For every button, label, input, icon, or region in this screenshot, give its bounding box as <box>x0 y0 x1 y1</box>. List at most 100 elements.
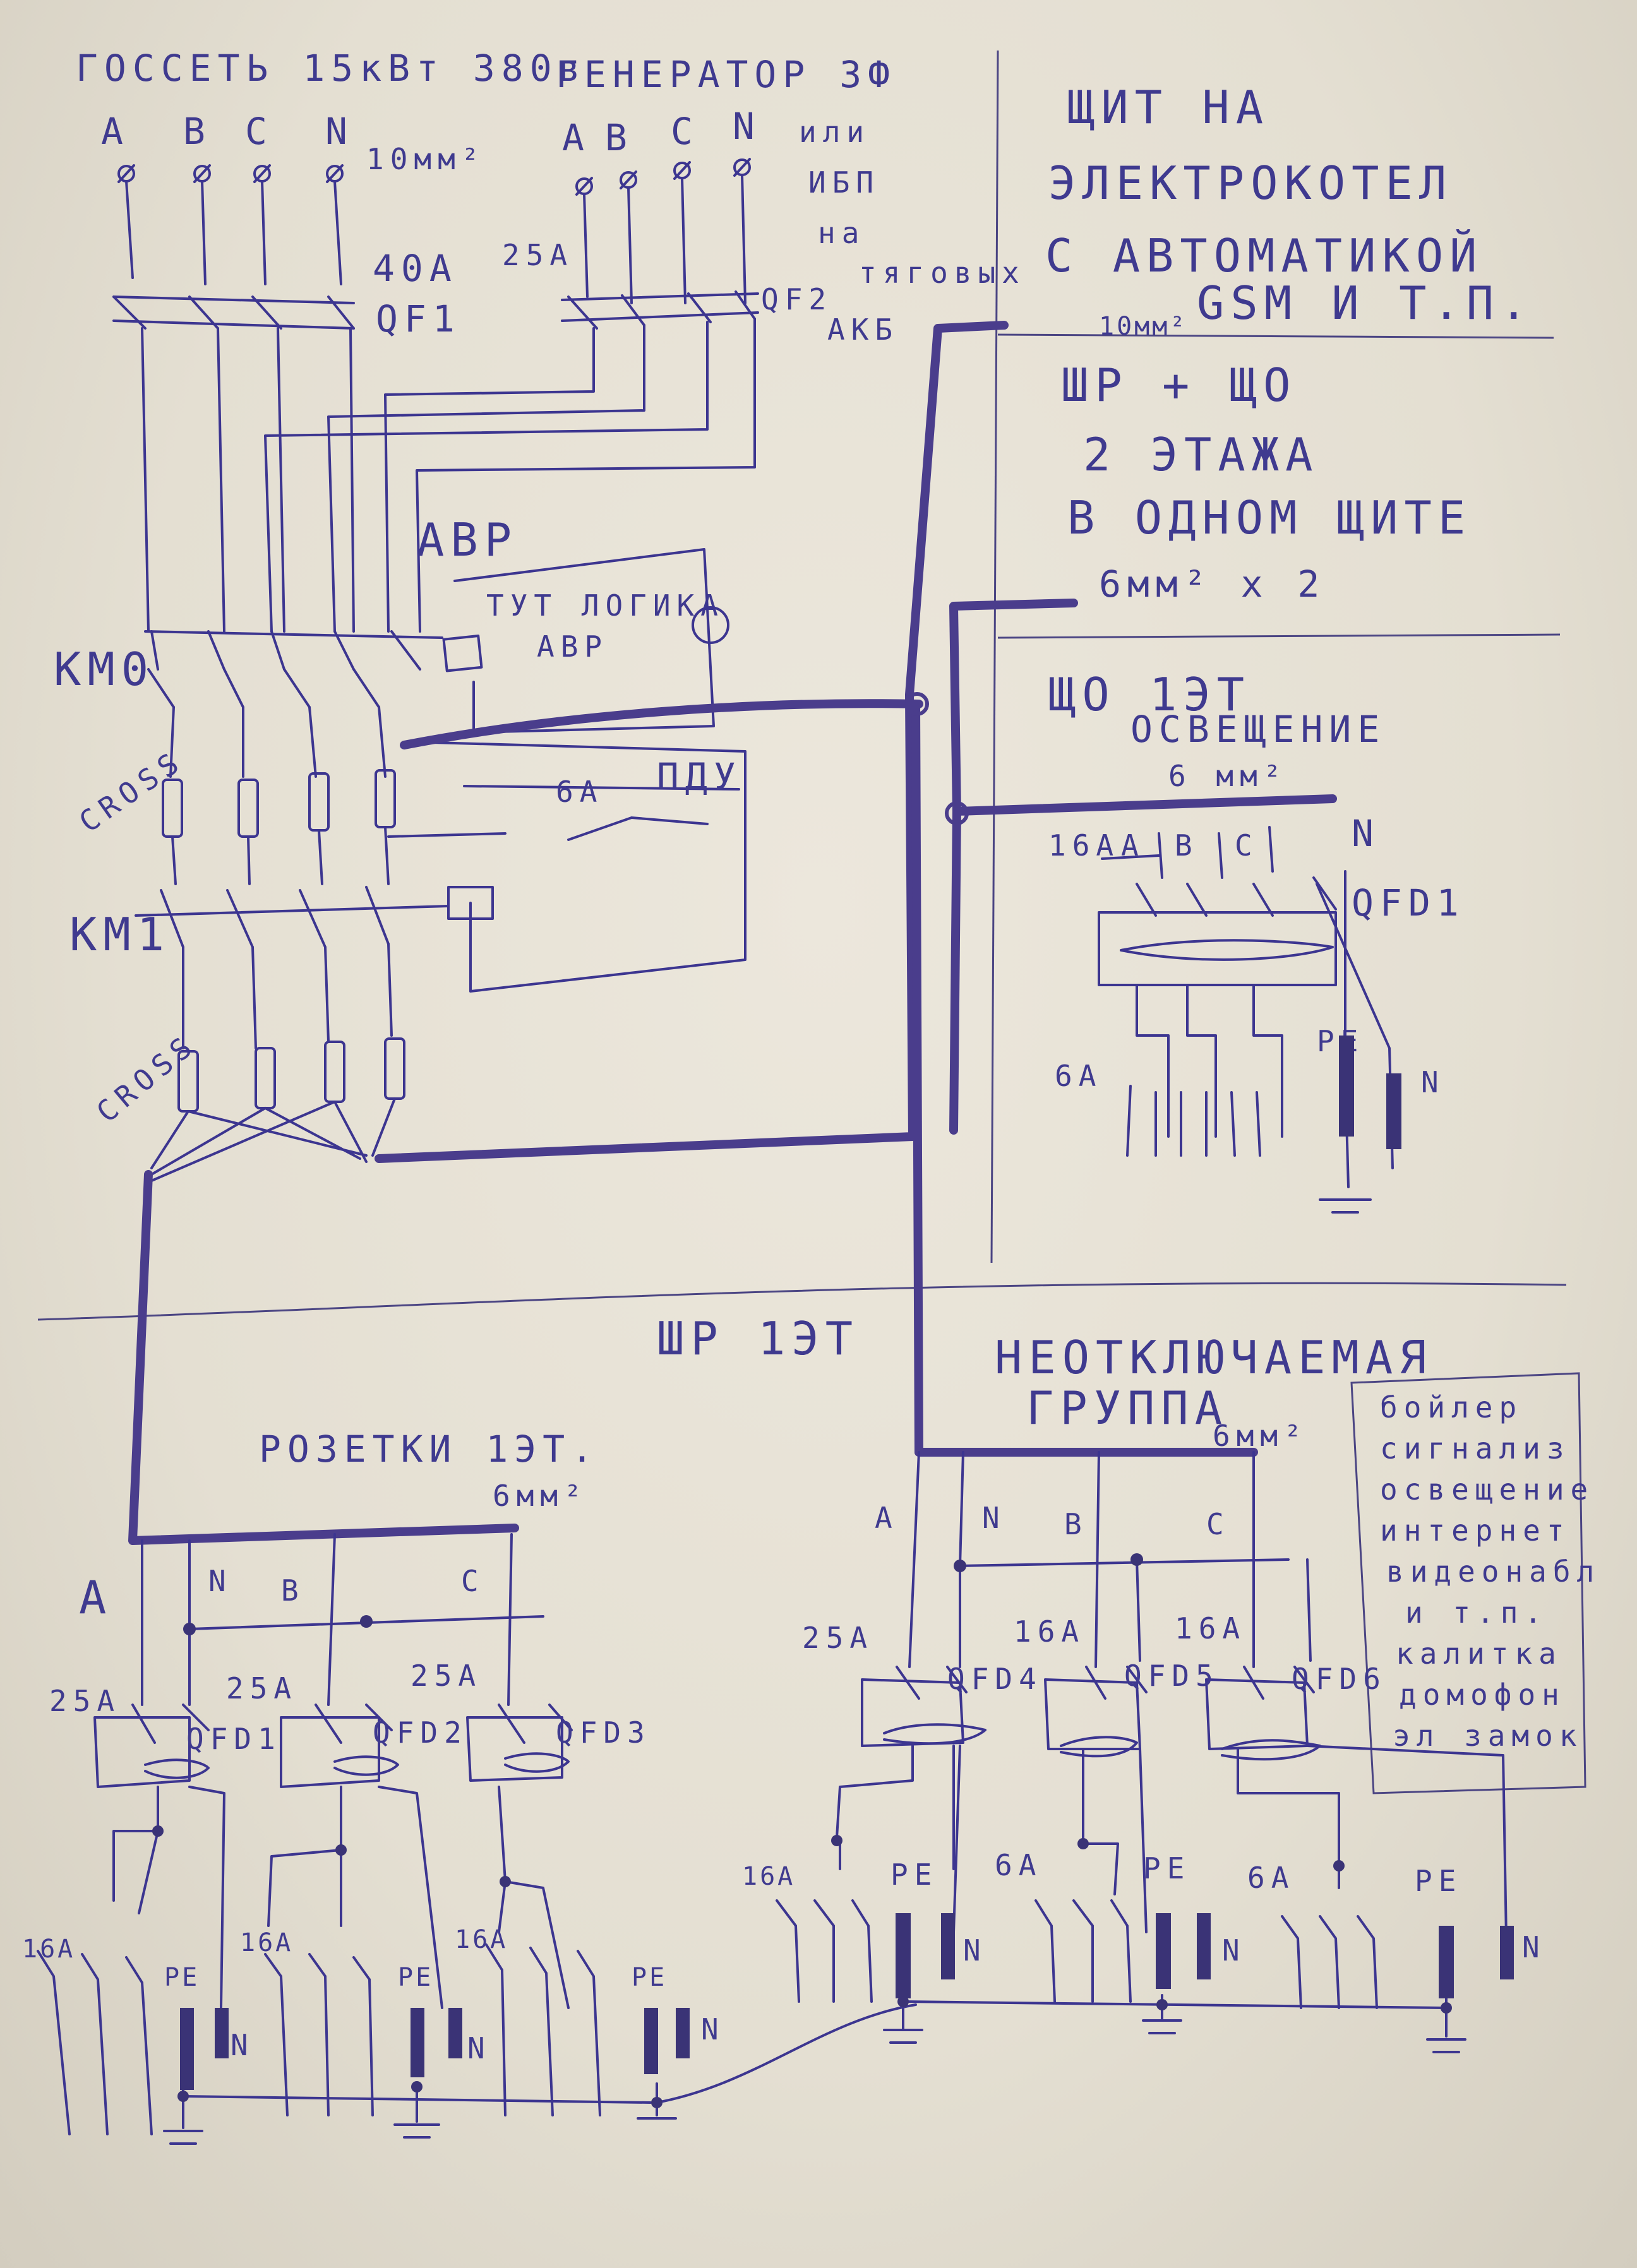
svg-text:видеонабл: видеонабл <box>1386 1555 1600 1589</box>
grid-phase-a: A <box>101 110 129 153</box>
sockets-title: РОЗЕТКИ 1ЭТ. <box>259 1428 599 1471</box>
svg-text:сигнализ: сигнализ <box>1380 1431 1571 1465</box>
svg-text:и т.п.: и т.п. <box>1405 1596 1548 1630</box>
svg-text:N: N <box>467 2031 491 2065</box>
svg-text:ЭЛЕКТРОКОТЕЛ: ЭЛЕКТРОКОТЕЛ <box>1048 157 1453 210</box>
gen-phase-n: N <box>733 105 761 148</box>
svg-text:N: N <box>208 1564 232 1598</box>
nonswitch-bus-labels: A N B C <box>875 1501 1224 1541</box>
svg-text:25А: 25А <box>802 1621 873 1655</box>
svg-text:N: N <box>963 1933 987 1967</box>
frame-lines <box>37 50 1586 1794</box>
svg-text:6А: 6А <box>995 1848 1042 1882</box>
svg-text:A: A <box>875 1501 899 1535</box>
avr-title: АВР <box>417 513 518 566</box>
qf1-breaker <box>112 295 355 633</box>
svg-text:QFD6: QFD6 <box>1292 1662 1387 1696</box>
svg-text:PE: PE <box>1143 1851 1190 1885</box>
svg-text:домофон: домофон <box>1399 1678 1566 1712</box>
svg-text:QFD1: QFD1 <box>186 1722 282 1756</box>
avr-logic-line2: АВР <box>537 630 608 664</box>
svg-text:PE: PE <box>632 1963 667 1992</box>
grid-phase-labels: A B C N <box>101 110 354 153</box>
svg-text:N: N <box>1522 1930 1546 1964</box>
cross-bottom-blocks <box>150 1037 405 1182</box>
svg-text:C: C <box>1235 828 1259 862</box>
svg-text:16А: 16А <box>240 1928 293 1957</box>
svg-text:16А: 16А <box>1175 1611 1246 1645</box>
generator-title: ГЕНЕРАТОР 3Ф <box>556 53 896 96</box>
grid-terminals <box>117 164 344 285</box>
svg-text:N: N <box>231 2028 255 2062</box>
svg-text:B: B <box>1175 828 1199 862</box>
lighting-branch: 6А <box>1055 1059 1102 1093</box>
qf1-name: QF1 <box>376 297 461 340</box>
lighting-title: ЩО 1ЭТ <box>1048 668 1250 721</box>
svg-text:АКБ: АКБ <box>827 313 899 347</box>
loads-list: бойлер сигнализ освещение интернет видео… <box>1380 1390 1600 1753</box>
svg-text:или: или <box>799 115 870 149</box>
svg-text:B: B <box>1064 1507 1088 1541</box>
svg-text:тяговых: тяговых <box>859 256 1026 290</box>
svg-text:16А: 16А <box>1014 1614 1085 1649</box>
svg-text:6А: 6А <box>1247 1861 1295 1895</box>
sockets-rcd-labels: 25А QFD1 25А QFD2 25А QFD3 16А PE N 16А … <box>22 1659 719 2065</box>
floor2-panel-note: ШР + ЩО 2 ЭТАЖА В ОДНОМ ЩИТЕ 6мм² х 2 <box>1061 359 1472 606</box>
lighting-n: N <box>1421 1065 1445 1099</box>
nonswitch-bus <box>908 1451 1312 1668</box>
svg-text:эл замок: эл замок <box>1393 1719 1583 1753</box>
svg-text:PE: PE <box>164 1963 200 1992</box>
cross-top-label: CROSS <box>73 743 189 839</box>
svg-text:N: N <box>982 1501 1006 1535</box>
grid-title: ГОССЕТЬ 15кВт 380в <box>76 47 587 90</box>
km0-contactor <box>144 630 443 778</box>
panel-title: ШР 1ЭТ <box>657 1312 859 1365</box>
nonswitch-branch-breakers <box>776 1899 1466 2053</box>
main-feeders <box>128 321 1337 1545</box>
qf2-breaker <box>264 290 759 633</box>
floor2-cable: 6мм² х 2 <box>1099 563 1326 606</box>
svg-text:С АВТОМАТИКОЙ: С АВТОМАТИКОЙ <box>1045 229 1484 282</box>
svg-text:QFD5: QFD5 <box>1124 1659 1220 1693</box>
svg-text:освещение: освещение <box>1380 1472 1594 1507</box>
lighting-cable: 6 мм² <box>1168 759 1287 793</box>
grid-phase-n: N <box>325 110 354 153</box>
svg-text:25А: 25А <box>411 1659 482 1693</box>
qf2-name: QF2 <box>761 282 832 316</box>
svg-text:QFD2: QFD2 <box>373 1716 468 1750</box>
boiler-panel-note: ЩИТ НА ЭЛЕКТРОКОТЕЛ С АВТОМАТИКОЙ GSM И … <box>1045 81 1527 341</box>
sockets-rcds <box>93 1704 573 2009</box>
svg-text:N: N <box>1352 812 1380 855</box>
pdu-circuit <box>387 741 747 993</box>
km0-label: КМ0 <box>54 643 155 696</box>
sockets-bus-labels: A N B C <box>79 1564 485 1624</box>
gen-phase-a: A <box>562 116 591 159</box>
gen-phase-b: B <box>605 116 633 159</box>
svg-text:PE: PE <box>1415 1864 1462 1898</box>
lighting-rcd: QFD1 <box>1352 881 1465 924</box>
svg-text:16А: 16А <box>22 1935 75 1964</box>
svg-text:PE: PE <box>890 1858 938 1892</box>
junction-dots <box>905 692 969 825</box>
svg-text:ЩИТ НА: ЩИТ НА <box>1067 81 1269 134</box>
gen-alternative-note: или ИБП на тяговых АКБ <box>799 115 1026 347</box>
svg-text:C: C <box>461 1564 485 1598</box>
svg-text:на: на <box>818 216 865 250</box>
lighting-sub: ОСВЕЩЕНИЕ <box>1130 708 1386 751</box>
km1-contactor <box>135 886 450 1049</box>
nonswitch-rcd-labels: 25А QFD4 16А QFD5 16А QFD6 16А PE N 6А P… <box>742 1611 1546 1967</box>
km1-label: КМ1 <box>69 908 171 961</box>
svg-text:2 ЭТАЖА: 2 ЭТАЖА <box>1083 428 1319 481</box>
cross-top-blocks <box>162 769 396 885</box>
svg-text:интернет: интернет <box>1380 1513 1571 1548</box>
boiler-cable: 10мм² <box>1099 312 1187 341</box>
svg-text:16А: 16А <box>742 1862 795 1891</box>
svg-text:QFD3: QFD3 <box>556 1716 651 1750</box>
avr-logic-box <box>442 548 729 734</box>
svg-text:В ОДНОМ ЩИТЕ: В ОДНОМ ЩИТЕ <box>1067 491 1472 544</box>
gen-terminals <box>575 158 751 304</box>
nonswitch-rcds <box>836 1666 1508 1940</box>
grid-phase-b: B <box>183 110 212 153</box>
